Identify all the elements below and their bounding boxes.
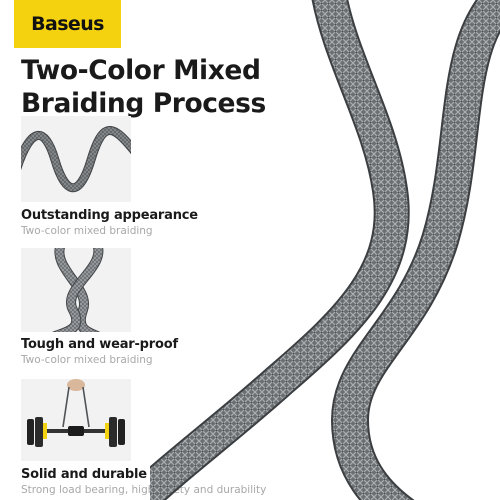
feature-title-wear-proof: Tough and wear-proof — [21, 337, 178, 352]
feature-title-durable: Solid and durable — [21, 467, 147, 482]
feature-subtitle-durable: Strong load bearing, high safety and dur… — [21, 484, 267, 496]
headline-line-2: Braiding Process — [21, 88, 266, 119]
brand-logo-text: Baseus — [31, 13, 104, 35]
feature-subtitle-wear-proof: Two-color mixed braiding — [21, 354, 153, 366]
knotted-cable-photo — [21, 248, 131, 332]
feature-title-appearance: Outstanding appearance — [21, 208, 198, 223]
headline: Two-Color Mixed Braiding Process — [21, 54, 281, 120]
headline-line-1: Two-Color Mixed — [21, 55, 261, 86]
wavy-cable-photo — [21, 116, 131, 202]
braided-cable-hero-image — [127, 0, 500, 500]
brand-logo: Baseus — [14, 0, 121, 48]
dumbbell-hanging-photo — [21, 379, 131, 461]
feature-subtitle-appearance: Two-color mixed braiding — [21, 225, 153, 237]
